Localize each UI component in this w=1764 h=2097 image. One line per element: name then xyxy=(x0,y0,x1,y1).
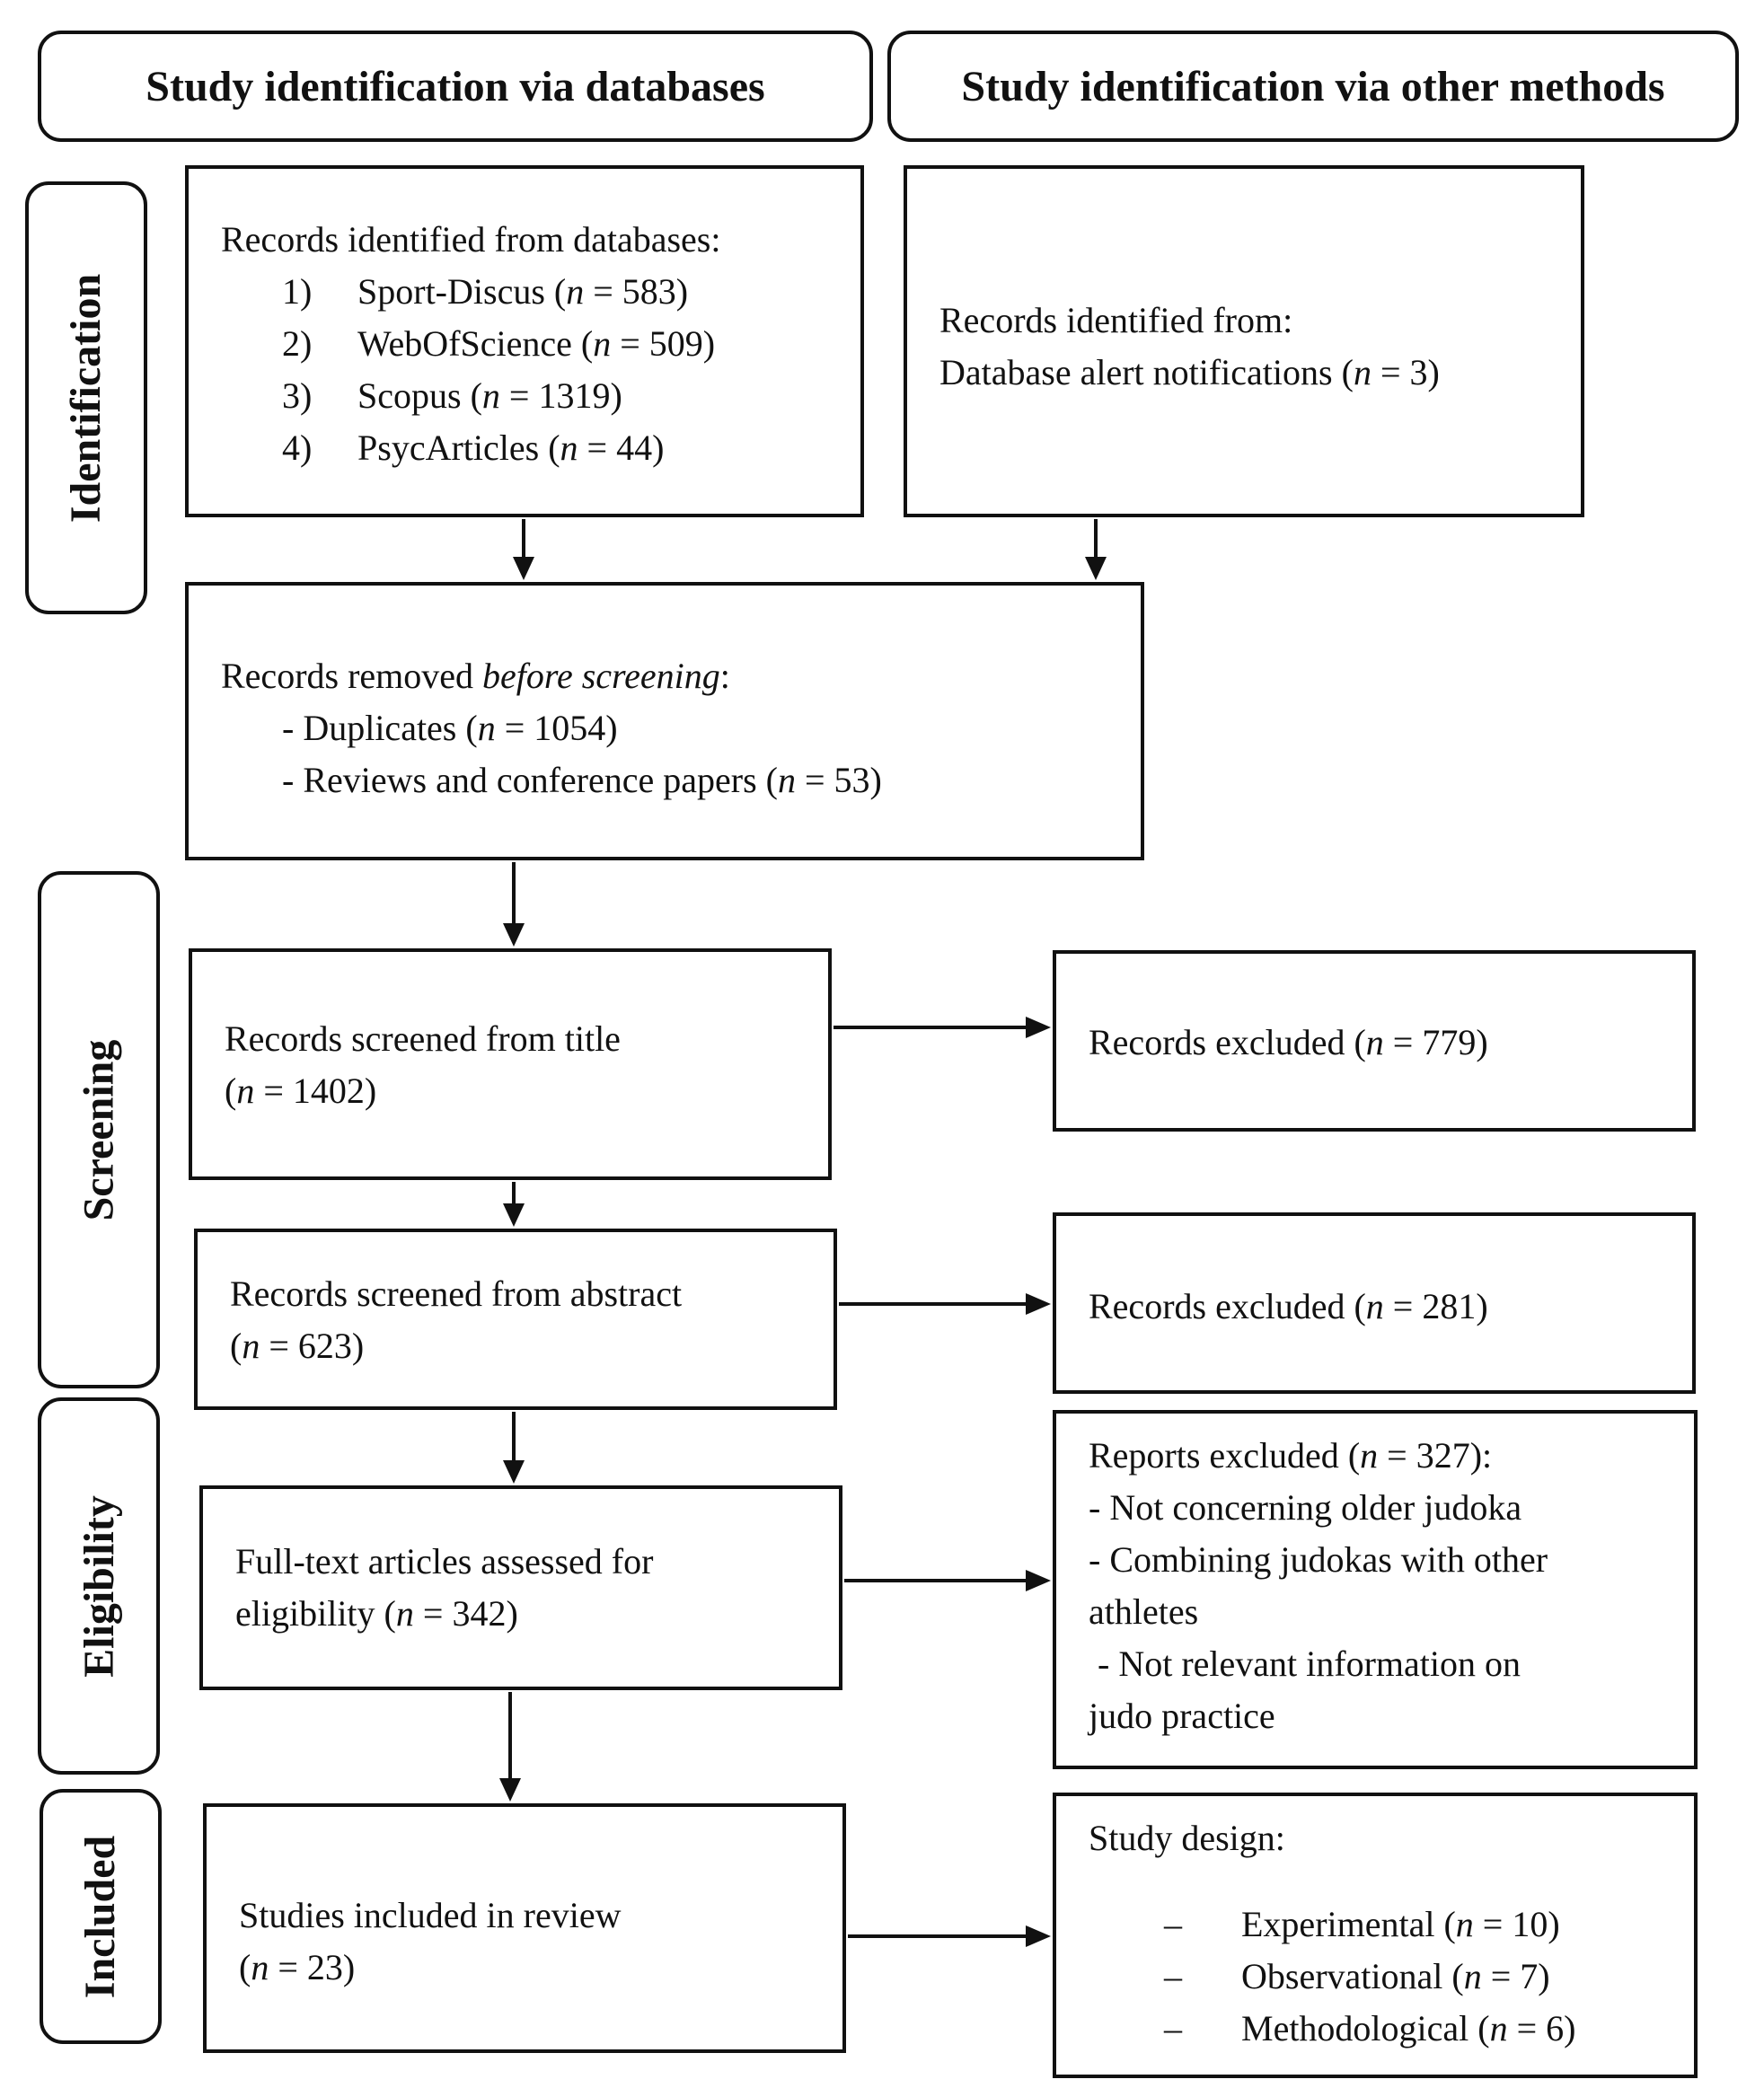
removed-list: - Duplicates (n = 1054) - Reviews and con… xyxy=(221,702,882,806)
records-excluded-title-label: Records excluded (n = 779) xyxy=(1089,1022,1488,1062)
removed-item: - Reviews and conference papers (n = 53) xyxy=(282,760,882,800)
reports-excluded-title: Reports excluded (n = 327): xyxy=(1089,1435,1493,1476)
records-removed-title: Records removed before screening: xyxy=(221,656,730,696)
records-screened-abstract-box: Records screened from abstract (n = 623) xyxy=(194,1229,837,1410)
fulltext-assessed-label: Full-text articles assessed for xyxy=(235,1541,654,1582)
fulltext-assessed-count: eligibility (n = 342) xyxy=(235,1593,518,1634)
study-design-title: Study design: xyxy=(1089,1818,1285,1858)
records-screened-title-count: (n = 1402) xyxy=(225,1071,377,1111)
study-design-item: –Experimental (n = 10) xyxy=(1164,1904,1560,1944)
study-design-item: –Methodological (n = 6) xyxy=(1164,2008,1576,2049)
study-design-list: –Experimental (n = 10) –Observational (n … xyxy=(1089,1899,1576,2055)
fulltext-assessed-box: Full-text articles assessed for eligibil… xyxy=(199,1485,842,1690)
removed-item: - Duplicates (n = 1054) xyxy=(282,708,618,748)
records-identified-databases-box: Records identified from databases: 1)Spo… xyxy=(185,165,864,517)
database-item: 1)Sport-Discus (n = 583) xyxy=(282,271,689,312)
records-screened-title-label: Records screened from title xyxy=(225,1018,621,1059)
reports-excluded-box: Reports excluded (n = 327): - Not concer… xyxy=(1053,1410,1698,1769)
phase-screening: Screening xyxy=(38,871,160,1388)
records-removed-box: Records removed before screening: - Dupl… xyxy=(185,582,1144,860)
database-list: 1)Sport-Discus (n = 583) 2)WebOfScience (… xyxy=(221,266,720,474)
database-item: 2)WebOfScience (n = 509) xyxy=(282,323,716,364)
database-item: 4)PsycArticles (n = 44) xyxy=(282,427,665,468)
records-screened-abstract-label: Records screened from abstract xyxy=(230,1273,683,1314)
phase-included: Included xyxy=(40,1789,162,2044)
reports-excluded-list: - Not concerning older judoka - Combining… xyxy=(1089,1482,1548,1742)
studies-included-count: (n = 23) xyxy=(239,1947,356,1987)
reports-excluded-reason: - Combining judokas with other xyxy=(1089,1539,1548,1580)
records-screened-title-box: Records screened from title (n = 1402) xyxy=(189,948,832,1180)
records-screened-abstract-count: (n = 623) xyxy=(230,1326,365,1366)
header-databases: Study identification via databases xyxy=(38,31,873,142)
phase-identification: Identification xyxy=(25,181,147,614)
studies-included-label: Studies included in review xyxy=(239,1895,622,1935)
reports-excluded-reason: - Not relevant information on xyxy=(1089,1643,1521,1684)
records-excluded-abstract-label: Records excluded (n = 281) xyxy=(1089,1286,1488,1326)
reports-excluded-reason: judo practice xyxy=(1089,1696,1275,1736)
records-excluded-abstract-box: Records excluded (n = 281) xyxy=(1053,1212,1696,1394)
records-excluded-title-box: Records excluded (n = 779) xyxy=(1053,950,1696,1132)
records-identified-other-title: Records identified from: xyxy=(939,300,1293,340)
header-databases-label: Study identification via databases xyxy=(146,62,765,110)
phase-eligibility: Eligibility xyxy=(38,1397,160,1775)
study-design-item: –Observational (n = 7) xyxy=(1164,1956,1550,1996)
records-identified-other-box: Records identified from: Database alert … xyxy=(904,165,1584,517)
studies-included-box: Studies included in review (n = 23) xyxy=(203,1803,846,2053)
reports-excluded-reason: - Not concerning older judoka xyxy=(1089,1487,1522,1528)
header-other-methods: Study identification via other methods xyxy=(887,31,1739,142)
header-other-methods-label: Study identification via other methods xyxy=(961,62,1665,110)
reports-excluded-reason: athletes xyxy=(1089,1591,1199,1632)
database-alerts-line: Database alert notifications (n = 3) xyxy=(939,352,1440,392)
records-identified-databases-title: Records identified from databases: xyxy=(221,219,721,260)
study-design-box: Study design: –Experimental (n = 10) –Obs… xyxy=(1053,1793,1698,2078)
database-item: 3)Scopus (n = 1319) xyxy=(282,375,622,416)
